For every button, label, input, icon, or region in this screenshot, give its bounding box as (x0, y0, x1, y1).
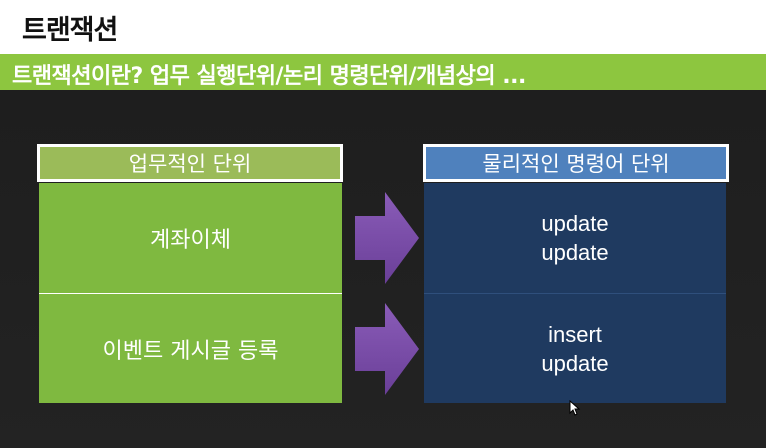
command-text: update (541, 211, 609, 236)
physical-command-column: update update insert update (424, 183, 726, 403)
mouse-cursor-icon (569, 400, 581, 416)
command-text: insert (548, 321, 602, 347)
physical-command-header: 물리적인 명령어 단위 (423, 144, 729, 182)
command-text: update (541, 350, 609, 376)
business-unit-header: 업무적인 단위 (37, 144, 343, 182)
right-arrow-icon (355, 192, 419, 284)
right-arrow-icon (355, 303, 419, 395)
business-unit-column: 계좌이체 이벤트 게시글 등록 (39, 183, 342, 403)
business-unit-cell-transfer: 계좌이체 (150, 228, 231, 253)
command-text: update (541, 240, 609, 265)
title-bar: 트랜잭션 (0, 0, 766, 54)
page-title: 트랜잭션 (22, 15, 118, 46)
command-cell-transfer: update update (424, 183, 726, 293)
subtitle-text: 트랜잭션이란? 업무 실행단위/논리 명령단위/개념상의 ... (12, 64, 526, 89)
business-unit-cell-post: 이벤트 게시글 등록 (39, 293, 342, 403)
command-cell-post: insert update (424, 293, 726, 403)
subtitle-banner: 트랜잭션이란? 업무 실행단위/논리 명령단위/개념상의 ... (0, 54, 766, 90)
